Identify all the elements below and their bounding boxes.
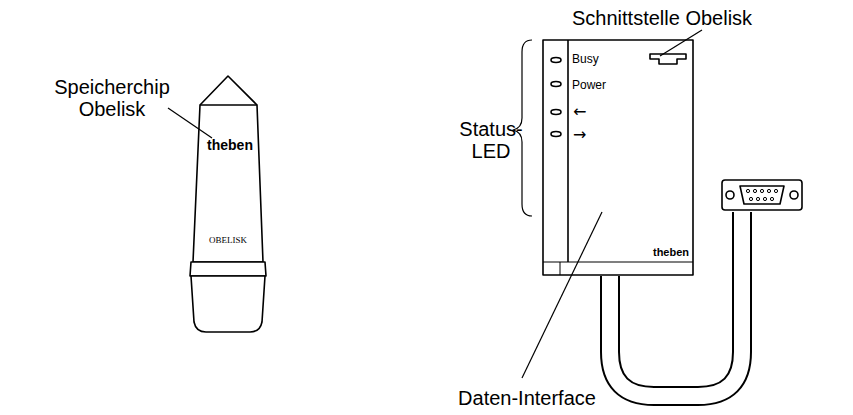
memory-chip-body: thebenOBELISK (190, 70, 270, 335)
memory-chip (190, 76, 266, 332)
brand-name: theben (207, 138, 253, 152)
callout-label: Schnittstelle Obelisk (572, 7, 752, 29)
interface-housing (543, 40, 693, 275)
device-text: Power (572, 79, 606, 91)
brand-name: theben (653, 247, 689, 258)
device-text: Busy (572, 53, 599, 65)
obelisk-slot (650, 54, 686, 64)
data-interface-box: BusyPower ← → theben (543, 40, 693, 275)
callout-label: Daten-Interface (458, 387, 596, 409)
callout-label: Speicherchip Obelisk (47, 76, 177, 120)
device-text: → (573, 127, 586, 143)
leader-lines (168, 30, 702, 378)
db9-connector (722, 180, 802, 210)
device-text: OBELISK (209, 236, 247, 245)
callout-label: Status- LED (452, 118, 530, 162)
device-text: ← (573, 104, 586, 120)
